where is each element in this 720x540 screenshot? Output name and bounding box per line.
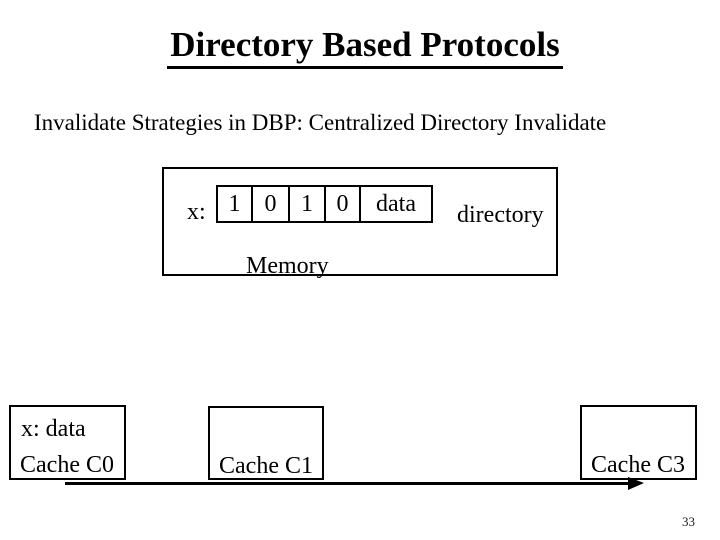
- directory-bit-vector: 1 0 1 0 data: [216, 185, 433, 223]
- arrow-right-icon: [628, 477, 644, 490]
- bit-cell-3: 0: [326, 185, 361, 223]
- bit-cell-1: 0: [253, 185, 290, 223]
- data-cell: data: [361, 185, 433, 223]
- cache-box-c1: Cache C1: [208, 406, 324, 480]
- cache-c0-content: x: data: [21, 416, 86, 442]
- memory-row-label: x:: [187, 199, 206, 225]
- title-area: Directory Based Protocols: [0, 25, 720, 69]
- cache-box-c0: x: data Cache C0: [9, 405, 126, 480]
- cache-c1-label: Cache C1: [219, 453, 313, 479]
- bit-cell-0: 1: [216, 185, 253, 223]
- subtitle: Invalidate Strategies in DBP: Centralize…: [34, 110, 607, 135]
- cache-c3-label: Cache C3: [591, 452, 685, 478]
- directory-label: directory: [457, 202, 544, 228]
- page-title: Directory Based Protocols: [167, 25, 563, 69]
- cache-c0-label: Cache C0: [20, 452, 114, 478]
- memory-label: Memory: [246, 253, 329, 279]
- memory-box: x: 1 0 1 0 data directory Memory: [162, 167, 558, 279]
- bus-line: [65, 482, 629, 485]
- page-number: 33: [682, 514, 695, 529]
- cache-box-c3: Cache C3: [580, 405, 697, 480]
- bit-cell-2: 1: [290, 185, 326, 223]
